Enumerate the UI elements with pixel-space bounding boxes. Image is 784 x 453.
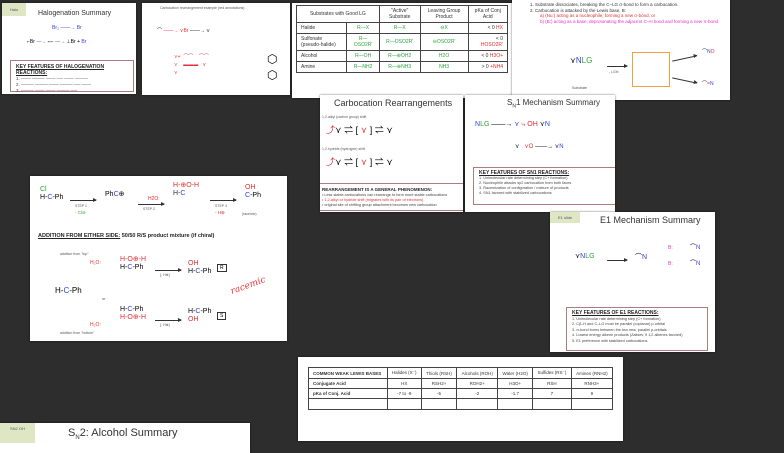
r-label: R: [217, 264, 227, 272]
h2o-top: H₂O:: [90, 260, 101, 266]
bottom-minus-h: [- H⊕]: [160, 323, 170, 327]
sn1-product: ⌒NO: [702, 49, 715, 55]
carbocation-molecule: PhC⊕: [105, 191, 125, 198]
substrate-label: Substrate: [572, 86, 587, 90]
step3-label: STEP 3: [215, 204, 227, 208]
table-row: Alcohol R—OH R—⊕OH2 H2O < 0 H3O+: [295, 50, 508, 62]
table-row: pKa of Conj. Acid -7 to -9 -5 -2 -1.7 7 …: [308, 388, 614, 399]
minus-cl-label: - Cl⊖: [75, 210, 86, 215]
hydride-shift-scheme: ⤴⋎ ⇌ [ ⋎ ] ⇌ ⋎: [326, 157, 393, 167]
or-label: or: [102, 296, 106, 301]
slide-title: Carbocation Rearrangements: [334, 98, 453, 108]
slide-halogenation-summary[interactable]: Halo Halogenation Summary Br₂ ——→ Br ⌐Br…: [2, 3, 136, 94]
reaction-molecules: ⌐Br —→ ⌐⌐ —→ ⊥Br + Br: [27, 39, 87, 45]
slide-sn1-e1-steps[interactable]: 1. Substrate dissociates, breaking the C…: [512, 0, 730, 100]
e1-intermediate: ⌒N: [635, 254, 648, 261]
alkyl-shift-scheme: ⤴⋎ ⇌ [ ⋎ ] ⇌ ⋎: [326, 125, 393, 135]
e1-products: ⌒N⌒N: [690, 245, 701, 267]
e1-arrow: [672, 77, 697, 84]
sn1-arrow: [672, 55, 697, 62]
slide-e1-summary[interactable]: E1 slide E1 Mechanism Summary ⋎NLG ⌒N B:…: [550, 212, 715, 352]
alkyl-shift-label: 1,2-alkyl (carbon group) shift: [322, 115, 367, 119]
key-features-box: KEY FEATURES OF E1 REACTIONS: 1. Unimole…: [566, 307, 708, 351]
step1-label: STEP 1: [75, 204, 87, 208]
step2-arrow: [138, 202, 165, 206]
step1-arrow: [607, 64, 628, 68]
bottom-addition-label: addition from "bottom": [60, 331, 95, 335]
step3-arrow: [210, 198, 237, 202]
col-header: Leaving Group Product: [419, 5, 469, 23]
h2o-label: H2O:: [148, 196, 160, 202]
planar-carbocation: H-C-Ph: [55, 286, 82, 295]
top-deprotonation-arrow: [155, 268, 182, 272]
h2o-bottom: H₂O:: [90, 322, 101, 328]
e1-step-arrow: [607, 258, 628, 262]
racemic-label: (racemic): [242, 212, 257, 216]
slide-title: Halogenation Summary: [38, 10, 112, 17]
slide-header: Carbocation rearrangement example (red a…: [160, 6, 245, 10]
slide-tag: SN2 OH: [0, 423, 35, 443]
minus-h-label: - H⊕: [215, 210, 225, 215]
e1-substrate: ⋎NLG: [575, 253, 595, 260]
benzene-rings: ⬡⬡: [267, 52, 278, 82]
top-addition-label: addition from "top": [60, 252, 89, 256]
slide-leaving-group-table[interactable]: Substrates with Good LG "Active" Substra…: [292, 3, 512, 98]
hydride-shift-label: 1,2-hydride (hydrogen) shift: [322, 147, 365, 151]
sn1-scheme: NLG ——→ ⋎ ⤷ OH ⋎N: [475, 121, 550, 128]
top-minus-h: [- H⊕]: [160, 273, 170, 277]
step2-label: STEP 2: [143, 207, 155, 211]
red-annotations: ⋎+ ⌒⌒ ⌒⌒⋎ ▬▬▬ ⋎⋎: [174, 54, 209, 76]
handwritten-racemic: racemic: [229, 275, 268, 297]
slide-carbocation-rearrangements[interactable]: Carbocation Rearrangements 1,2-alkyl (ca…: [320, 95, 463, 212]
substrate-molecule: ⋎NLG: [570, 56, 593, 65]
e1-bases: B:B:: [668, 245, 673, 267]
weak-lewis-bases-table: COMMON WEAK LEWIS BASES Halides (X⁻) Thi…: [308, 367, 614, 410]
slide-reaction-examples[interactable]: Carbocation rearrangement example (red a…: [142, 3, 290, 95]
e1-product: ⌒=N: [702, 81, 714, 87]
col-header: pKa of Conj Acid: [467, 5, 508, 23]
slide-tag: E1 slide: [550, 212, 581, 223]
reaction-scheme: Br₂ ——→ Br: [52, 25, 82, 31]
slide-sn1-summary[interactable]: SN1 Mechanism Summary NLG ——→ ⋎ ⤷ OH ⋎N …: [465, 95, 615, 212]
slide-title: E1 Mechanism Summary: [600, 215, 701, 225]
reaction-row-1: ⌒ ——→ ⋎Br ——→ ⋎: [157, 28, 210, 34]
table-row: Halide R—X R—X ⊖X < 0 HX: [295, 22, 508, 34]
table-row: [308, 398, 614, 410]
leaving-group-table: Substrates with Good LG "Active" Substra…: [295, 5, 508, 73]
key-features-box: KEY FEATURES OF SN1 REACTIONS: 1. Unimol…: [473, 167, 615, 205]
col-header: Substrates with Good LG: [296, 5, 380, 23]
slide-title: SN1 Mechanism Summary: [507, 98, 600, 110]
carbocation-highlight-box: [632, 52, 670, 87]
s-label: S: [217, 312, 227, 320]
key-features-box: KEY FEATURES OF HALOGENATION REACTIONS: …: [10, 60, 134, 93]
slide-sn2-alcohol-summary[interactable]: SN2 OH SN2: Alcohol Summary: [0, 423, 250, 453]
slide-title: SN2: Alcohol Summary: [68, 427, 178, 442]
rearrangement-box: REARRANGEMENT IS A GENERAL PHENOMENON: •…: [320, 183, 463, 211]
slide-tag: Halo: [2, 3, 27, 16]
steps-list: 1. Substrate dissociates, breaking the C…: [530, 2, 718, 24]
table-row: Conjugate Acid HX RSH2+ ROH2+ H3O+ RSH R…: [308, 378, 614, 389]
sn1-scheme-lower: ⋎ ⋎O ——→ ⋎N: [515, 144, 564, 150]
step1-arrow: [70, 198, 97, 202]
bottom-deprotonation-arrow: [155, 318, 182, 322]
table-row: Sulfonate (pseudo-halide) R—OSO2R' R—OSO…: [295, 33, 508, 51]
table-row: Amine R—NH2 R—⊕NH3 NH3 > 0 +NH4: [295, 61, 508, 73]
addition-heading: ADDITION FROM EITHER SIDE: 50/50 R/S pro…: [38, 233, 215, 239]
col-header: "Active" Substrate: [378, 5, 421, 23]
slide-weak-lewis-bases[interactable]: COMMON WEAK LEWIS BASES Halides (X⁻) Thi…: [298, 357, 623, 441]
minus-lg-label: - LG⊖: [609, 70, 619, 74]
